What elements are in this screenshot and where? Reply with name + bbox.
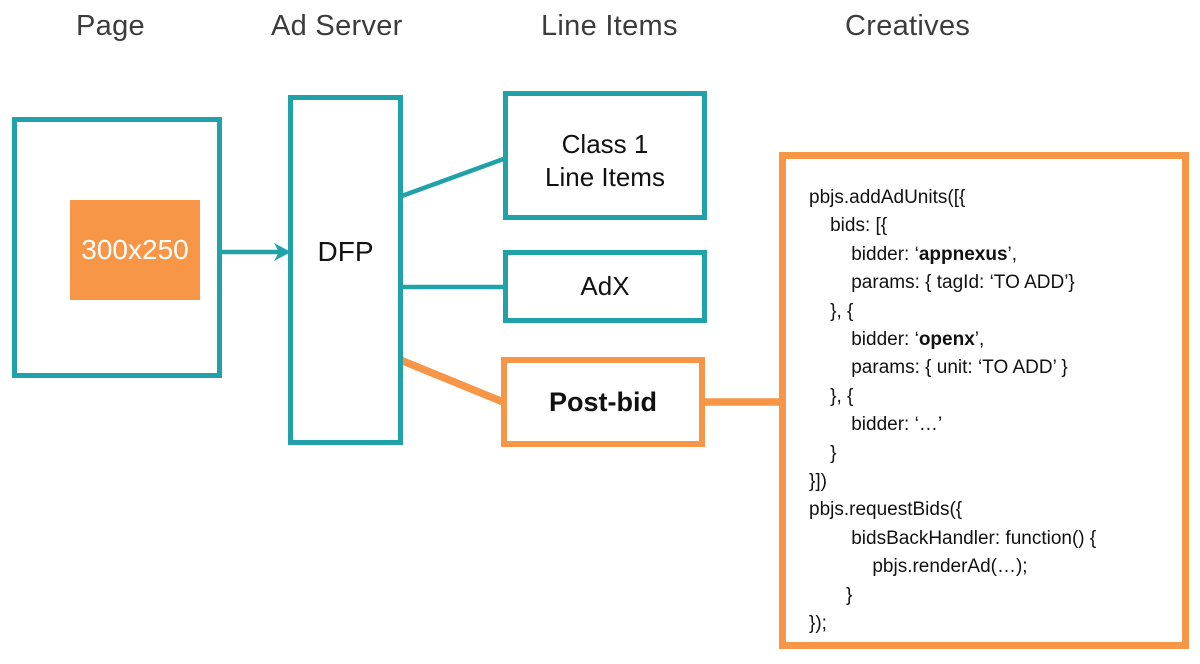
code-line: }]) [809,471,827,493]
code-block: pbjs.addAdUnits([{ bids: [{ bidder: ‘app… [809,184,1096,639]
column-header-page: Page [76,10,145,42]
creatives-code-box: pbjs.addAdUnits([{ bids: [{ bidder: ‘app… [779,152,1189,649]
code-line: }); [809,613,827,635]
adx-box: AdX [503,250,707,323]
code-line: }, { [809,300,854,322]
code-line: bidsBackHandler: function() { [809,527,1097,549]
code-line: } [809,442,837,464]
column-header-creatives: Creatives [845,10,971,42]
code-line: }, { [809,385,854,407]
code-line: } [809,584,853,606]
arrow-right-icon [274,243,291,261]
code-line: bidder: ‘appnexus’, [809,243,1018,265]
dfp-label: DFP [317,236,374,267]
code-line: params: { unit: ‘TO ADD’ } [809,357,1068,379]
class1-line-items-box: Class 1 Line Items [503,91,707,220]
code-line: params: { tagId: ‘TO ADD’} [809,272,1075,294]
postbid-box: Post-bid [501,357,705,447]
connector-dfp-to-postbid [396,355,510,408]
code-line: bidder: ‘openx’, [809,329,985,351]
column-header-ad-server: Ad Server [271,10,403,42]
dfp-box: DFP [288,95,403,445]
class1-label-line2: Line Items [545,161,665,192]
code-line: pbjs.renderAd(…); [809,556,1028,578]
code-line: bids: [{ [809,215,888,237]
column-header-line-items: Line Items [541,10,678,42]
postbid-label: Post-bid [549,386,657,417]
ad-slot-box: 300x250 [70,200,200,300]
code-line: bidder: ‘…’ [809,414,943,436]
adx-label: AdX [580,271,630,301]
code-line: pbjs.requestBids({ [809,499,963,521]
code-line: pbjs.addAdUnits([{ [809,187,966,208]
connector-dfp-to-class1 [398,154,510,200]
ad-slot-label: 300x250 [81,234,189,265]
class1-label-line1: Class 1 [561,128,649,159]
